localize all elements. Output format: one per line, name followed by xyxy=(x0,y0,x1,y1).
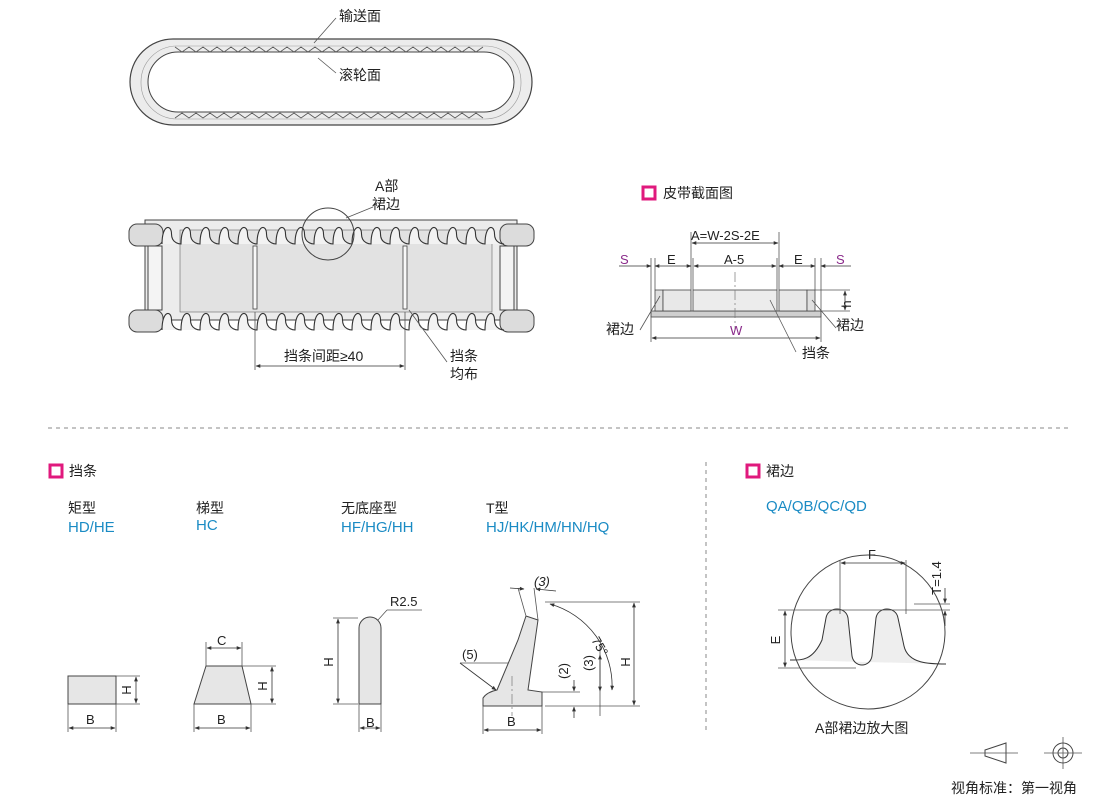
dim-skirt-f: F xyxy=(868,547,876,562)
dim-nobase-b: B xyxy=(366,715,375,730)
marker-skirt xyxy=(745,463,761,479)
dim-s-right: S xyxy=(836,252,845,267)
belt-cross-section xyxy=(619,232,851,353)
dim-nobase-r: R2.5 xyxy=(390,594,417,609)
skirt-codes: QA/QB/QC/QD xyxy=(766,498,867,515)
dim-t-75: 75° xyxy=(588,634,611,659)
dim-w: W xyxy=(730,323,743,338)
dim-e-left: E xyxy=(667,252,676,267)
dim-t-b: B xyxy=(507,714,516,729)
cleat-type-name-nobase: 无底座型 xyxy=(341,500,397,516)
title-skirt: 裙边 xyxy=(766,463,794,479)
dim-e-right: E xyxy=(794,252,803,267)
label-skirt-side: 裙边 xyxy=(372,196,400,212)
dim-rect-b: B xyxy=(86,712,95,727)
cleat-type-codes-rect: HD/HE xyxy=(68,519,115,536)
dim-nobase-h: H xyxy=(321,657,336,666)
dim-t-5: (5) xyxy=(462,647,478,662)
dim-trap-h: H xyxy=(255,681,270,690)
dim-t-h: H xyxy=(618,657,633,666)
label-cleat-section: 挡条 xyxy=(802,345,830,361)
dim-h-small: h xyxy=(839,300,854,307)
dim-t-3: (3) xyxy=(581,655,596,671)
dim-a-formula: A=W-2S-2E xyxy=(691,228,760,243)
belt-side-view xyxy=(128,206,535,370)
label-cleat-pitch: 挡条间距≥40 xyxy=(284,348,363,364)
label-cleat-side: 挡条 xyxy=(450,348,478,364)
dim-skirt-e: E xyxy=(768,635,783,644)
cleat-type-codes-t: HJ/HK/HM/HN/HQ xyxy=(486,519,609,536)
label-roller-surface: 滚轮面 xyxy=(339,67,381,83)
cleat-nobase-drawing xyxy=(333,609,422,732)
dim-a-minus-5: A-5 xyxy=(724,252,744,267)
dim-s-left: S xyxy=(620,252,629,267)
belt-loop-figure xyxy=(129,17,533,126)
dim-t-2: (2) xyxy=(556,663,571,679)
label-evenly-distributed: 均布 xyxy=(450,366,478,382)
cleat-rect-drawing xyxy=(67,675,140,732)
title-section: 皮带截面图 xyxy=(663,185,733,201)
skirt-detail-drawing xyxy=(778,554,950,710)
label-a-part: A部 xyxy=(375,178,398,194)
cleat-type-name-t: T型 xyxy=(486,500,509,516)
first-angle-projection-icon xyxy=(970,737,1082,769)
cleat-type-name-rect: 矩型 xyxy=(68,500,96,516)
dim-trap-c: C xyxy=(217,633,226,648)
dim-trap-b: B xyxy=(217,712,226,727)
dim-t-3-top: (3) xyxy=(534,574,550,589)
cleat-type-codes-trapezoid: HC xyxy=(196,517,218,534)
cleat-trapezoid-drawing xyxy=(193,642,276,732)
cleat-type-name-trapezoid: 梯型 xyxy=(196,500,224,516)
caption-skirt-enlarged: A部裙边放大图 xyxy=(815,720,908,736)
label-conveying-surface: 输送面 xyxy=(339,8,381,24)
label-skirt-right: 裙边 xyxy=(836,317,864,333)
dim-rect-h: H xyxy=(119,685,134,694)
title-cleat: 挡条 xyxy=(69,463,97,479)
marker-cleat xyxy=(48,463,64,479)
cleat-type-codes-nobase: HF/HG/HH xyxy=(341,519,414,536)
label-skirt-left: 裙边 xyxy=(606,321,634,337)
marker-section xyxy=(641,185,657,201)
dim-skirt-t: T=1.4 xyxy=(929,561,944,595)
cleat-t-drawing xyxy=(459,586,640,734)
view-standard-label: 视角标准：第一视角 xyxy=(951,780,1077,796)
